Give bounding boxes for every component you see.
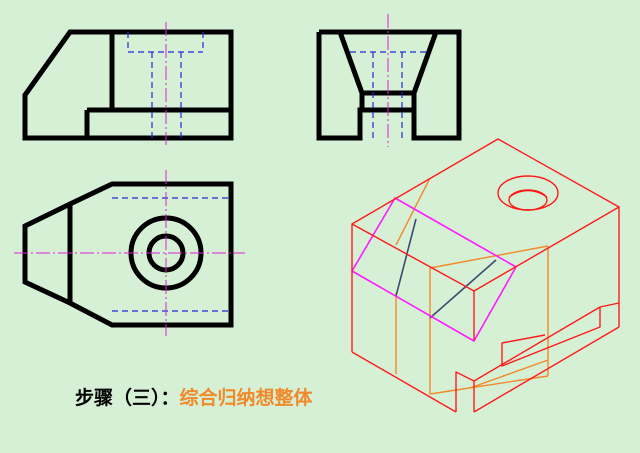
- iso-slate-line: [395, 218, 417, 297]
- iso-notch-outline: [501, 307, 601, 367]
- step-label: 步骤（三）：: [75, 387, 180, 409]
- iso-hole-rim: [508, 189, 548, 198]
- iso-step-outline: [455, 371, 475, 412]
- iso-orange-line: [469, 359, 549, 389]
- iso-red-edge: [351, 351, 457, 413]
- top-view: [14, 170, 245, 336]
- iso-orange-line: [429, 245, 549, 269]
- iso-orange-line: [429, 375, 549, 395]
- step-description: 综合归纳想整体: [179, 387, 313, 409]
- front-view: [22, 22, 234, 145]
- iso-red-edge: [473, 326, 620, 413]
- side-view-taper-line: [411, 31, 439, 94]
- side-view-outline: [316, 29, 462, 141]
- step-caption: 步骤（三）：综合归纳想整体: [75, 383, 313, 410]
- iso-slate-line: [429, 259, 497, 319]
- iso-red-edge: [599, 302, 620, 308]
- iso-orange-line: [395, 177, 431, 246]
- side-view: [316, 14, 462, 147]
- iso-hole-outer: [497, 175, 559, 211]
- side-view-taper-line: [337, 31, 365, 94]
- isometric-view: [351, 138, 620, 413]
- top-view-outline: [22, 181, 234, 328]
- front-view-outline: [22, 29, 234, 141]
- iso-red-edge: [473, 306, 601, 382]
